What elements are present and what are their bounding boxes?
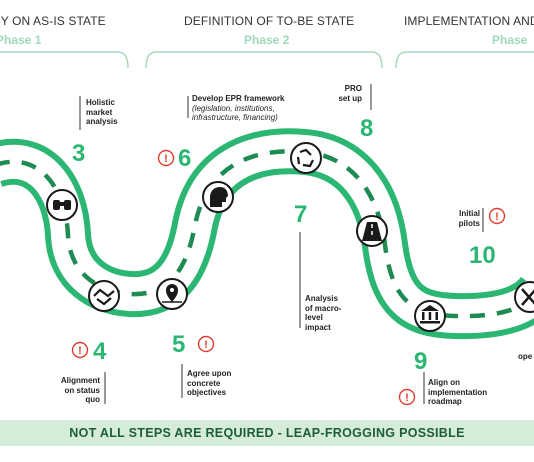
step-6-number: 6 <box>178 145 192 172</box>
step-7-number: 7 <box>294 201 308 228</box>
phase-1-brace <box>0 51 129 69</box>
phase-1-subtitle: Phase 1 <box>0 33 42 47</box>
road-icon <box>356 215 388 247</box>
warning-icon-10: ! <box>488 207 506 225</box>
phase-2-title: DEFINITION OF TO-BE STATE <box>184 14 355 28</box>
wrench-screwdriver-icon <box>514 281 534 313</box>
phase-2-subtitle: Phase 2 <box>244 33 290 47</box>
svg-text:!: ! <box>78 345 82 357</box>
svg-text:!: ! <box>495 211 499 223</box>
handshake-icon <box>88 280 120 312</box>
step-8-number: 8 <box>360 115 374 142</box>
step-4-number: 4 <box>93 338 107 365</box>
phase-3-subtitle: Phase <box>492 33 528 47</box>
binoculars-icon <box>46 189 78 221</box>
step-10-number: 10 <box>469 242 496 269</box>
map-pin-icon <box>156 278 188 310</box>
step-6-label: Develop EPR framework (legislation, inst… <box>192 94 285 122</box>
phase-3-brace <box>395 51 534 69</box>
footer-text: NOT ALL STEPS ARE REQUIRED - LEAP-FROGGI… <box>69 426 465 440</box>
step-9-number: 9 <box>414 348 428 375</box>
phase-3-title: IMPLEMENTATION AND O <box>404 14 534 28</box>
warning-icon-5: ! <box>197 335 215 353</box>
svg-text:!: ! <box>405 392 409 404</box>
footer-banner: NOT ALL STEPS ARE REQUIRED - LEAP-FROGGI… <box>0 420 534 446</box>
profile-head-icon <box>202 181 234 213</box>
bank-building-icon <box>414 300 446 332</box>
warning-icon-6: ! <box>157 149 175 167</box>
step-3-number: 3 <box>72 140 86 167</box>
phase-1-title: CY ON AS-IS STATE <box>0 14 106 28</box>
svg-text:!: ! <box>164 153 168 165</box>
recycle-arrows-icon <box>290 142 322 174</box>
warning-icon-9: ! <box>398 388 416 406</box>
step-11-label-partial: ope <box>518 352 533 361</box>
step-5-number: 5 <box>172 331 186 358</box>
svg-text:!: ! <box>204 339 208 351</box>
warning-icon-4: ! <box>71 341 89 359</box>
phase-2-brace <box>145 51 383 69</box>
